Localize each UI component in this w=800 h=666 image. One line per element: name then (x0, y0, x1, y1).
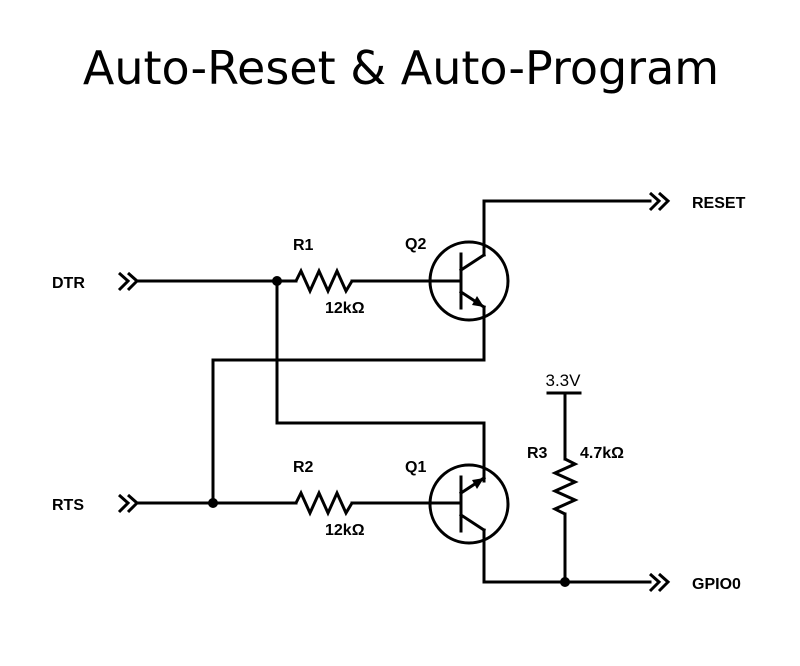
q2-npn-transistor (428, 240, 510, 322)
gpio0-label: GPIO0 (692, 576, 741, 593)
reset-port-chevron-icon (648, 191, 671, 212)
gpio0-port-chevron-icon (648, 572, 671, 593)
dtr-port-chevron-icon (117, 271, 140, 292)
rts-label: RTS (52, 497, 84, 514)
reset-label: RESET (692, 195, 746, 212)
r3-value-label: 4.7kΩ (580, 445, 624, 462)
r1-resistor (294, 267, 354, 295)
r3-resistor (551, 457, 579, 516)
dtr-label: DTR (52, 275, 85, 292)
reset-wire (482, 199, 652, 257)
dtr-to-q1-emitter-wire (275, 279, 486, 483)
power-rail-label: 3.3V (546, 371, 582, 390)
r2-value-label: 12kΩ (325, 522, 365, 539)
r1-ref-label: R1 (293, 237, 314, 254)
rts-junction-dot (208, 498, 218, 508)
r3-ref-label: R3 (527, 445, 548, 462)
r2-resistor (294, 489, 354, 517)
q1-ref-label: Q1 (405, 459, 426, 476)
r2-ref-label: R2 (293, 459, 314, 476)
diagram-title: Auto-Reset & Auto-Program (83, 41, 719, 95)
q2-emitter-to-rts-wire (211, 305, 486, 505)
gpio0-wire (482, 528, 652, 584)
r1-value-label: 12kΩ (325, 300, 365, 317)
rts-port-chevron-icon (117, 493, 140, 514)
q2-ref-label: Q2 (405, 236, 426, 253)
q1-npn-transistor (428, 463, 510, 545)
